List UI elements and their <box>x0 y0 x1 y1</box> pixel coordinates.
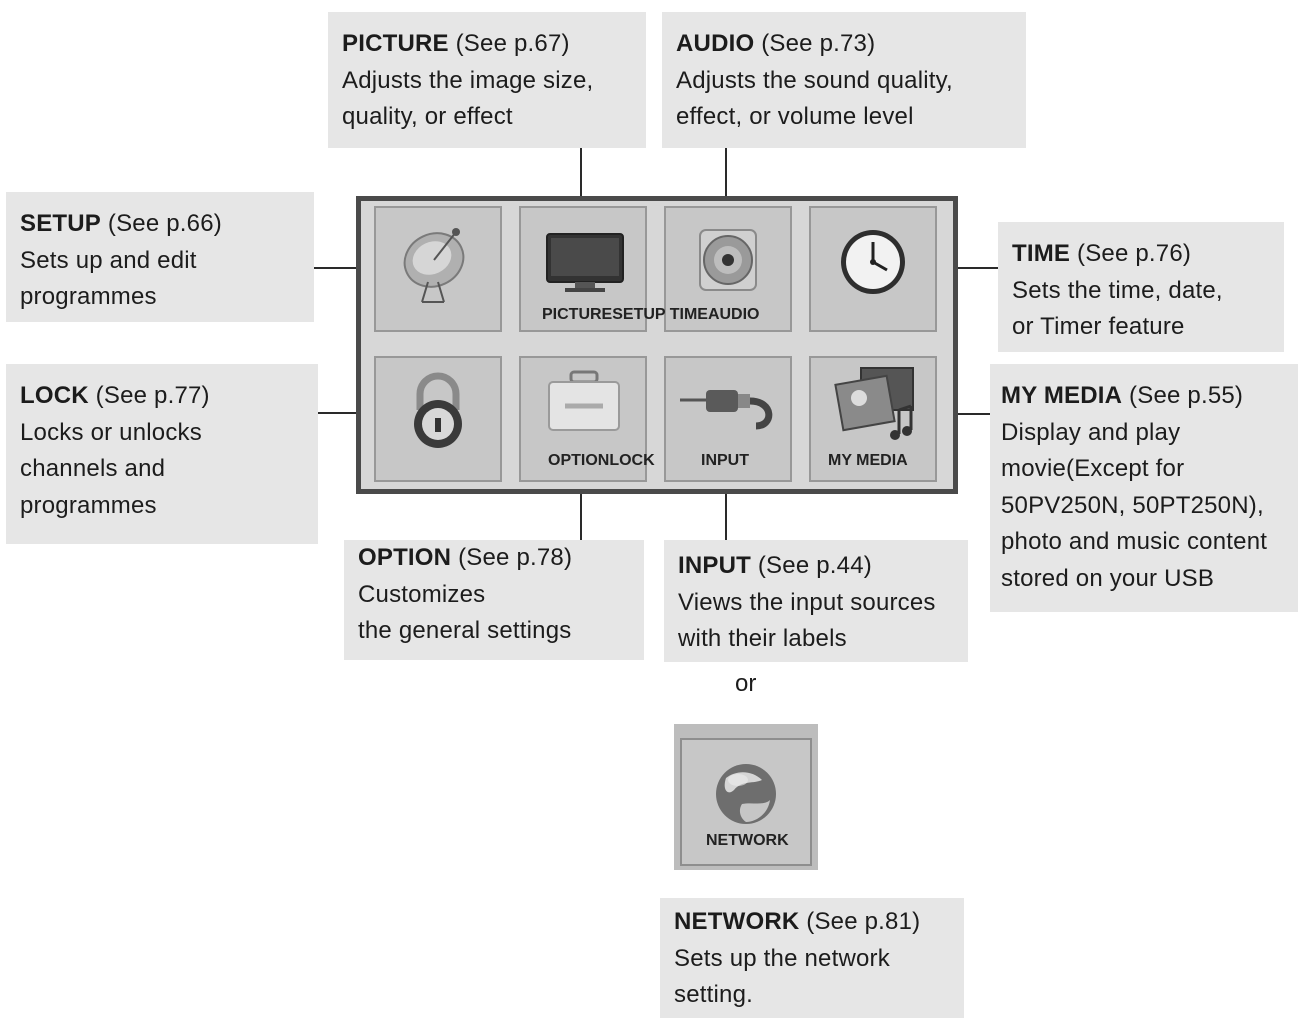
connector-mymedia <box>934 413 990 415</box>
mymedia-tile[interactable] <box>809 356 937 482</box>
callout-line: Adjusts the sound quality, <box>676 66 953 94</box>
connector-time <box>934 267 998 269</box>
callout-line: programmes <box>20 491 157 519</box>
media-icon <box>834 367 914 440</box>
callout-line: quality, or effect <box>342 103 513 130</box>
callout-input: INPUT (See p.44) Views the input sources… <box>664 540 968 662</box>
connector-option <box>580 482 582 540</box>
callout-ref: (See p.55) <box>1122 382 1244 409</box>
callout-line: Locks or unlocks <box>20 418 202 446</box>
callout-line: channels and <box>20 455 166 482</box>
setup-tile[interactable] <box>374 206 502 332</box>
callout-line: setting. <box>674 981 753 1008</box>
callout-line: effect, or volume level <box>676 103 914 130</box>
connector-picture <box>580 148 582 206</box>
callout-line: the general settings <box>358 617 572 644</box>
callout-title: MY MEDIA <box>1001 382 1123 409</box>
tv-icon <box>546 233 624 292</box>
globe-icon <box>716 764 776 824</box>
option-tile[interactable] <box>519 356 647 482</box>
callout-ref: (See p.77) <box>88 382 210 409</box>
callout-line: with their labels <box>678 625 847 652</box>
connector-lock <box>318 412 372 414</box>
callout-title: PICTURE <box>342 30 449 57</box>
callout-line: Sets the time, date, <box>1012 276 1223 304</box>
callout-line: Customizes <box>358 580 486 608</box>
lock-tile[interactable] <box>374 356 502 482</box>
callout-line: Sets up and edit <box>20 246 197 274</box>
callout-title: SETUP <box>20 210 102 237</box>
callout-title: NETWORK <box>674 908 800 935</box>
or-text: or <box>735 670 757 697</box>
callout-ref: (See p.66) <box>101 210 222 237</box>
callout-line: Sets up the network <box>674 944 890 972</box>
callout-line: stored on your USB <box>1001 564 1215 592</box>
callout-mymedia: MY MEDIA (See p.55) Display and play mov… <box>990 364 1298 612</box>
speaker-icon <box>699 229 757 291</box>
toolbox-icon <box>548 370 620 431</box>
audio-tile[interactable] <box>664 206 792 332</box>
callout-title: INPUT <box>678 552 751 579</box>
callout-title: OPTION <box>358 544 452 571</box>
network-tile[interactable]: NETWORK <box>680 738 812 866</box>
mymedia-label: MY MEDIA <box>828 452 908 469</box>
connector-input <box>725 482 727 540</box>
callout-ref: (See p.81) <box>799 908 921 935</box>
callout-line: Display and play <box>1001 418 1181 446</box>
callout-ref: (See p.78) <box>451 544 573 571</box>
connector-setup <box>314 267 372 269</box>
callout-ref: (See p.67) <box>448 30 570 57</box>
satellite-dish-icon <box>403 228 465 303</box>
input-cable-icon <box>680 390 773 430</box>
callout-line: or Timer feature <box>1012 313 1185 340</box>
callout-title: LOCK <box>20 382 89 409</box>
input-label: INPUT <box>701 452 749 469</box>
connector-audio <box>725 148 727 206</box>
time-tile[interactable] <box>809 206 937 332</box>
callout-line: photo and music content <box>1001 528 1268 555</box>
network-label: NETWORK <box>706 832 789 849</box>
clock-icon <box>841 230 905 294</box>
picture-tile[interactable] <box>519 206 647 332</box>
callout-line: programmes <box>20 283 157 310</box>
callout-time: TIME (See p.76) Sets the time, date, or … <box>998 222 1284 352</box>
callout-network: NETWORK (See p.81) Sets up the network s… <box>660 898 964 1018</box>
callout-title: TIME <box>1012 240 1071 267</box>
padlock-icon <box>414 372 462 448</box>
callout-picture: PICTURE (See p.67) Adjusts the image siz… <box>328 12 646 148</box>
callout-setup: SETUP (See p.66) Sets up and edit progra… <box>6 192 314 322</box>
callout-line: 50PV250N, 50PT250N), <box>1001 491 1264 519</box>
network-tile-frame: NETWORK <box>674 724 818 870</box>
callout-line: Views the input sources <box>678 588 936 616</box>
top-row-labels: PICTURESETUP TIMEAUDIO <box>542 306 760 323</box>
callout-line: Adjusts the image size, <box>342 66 594 94</box>
callout-ref: (See p.73) <box>754 30 876 57</box>
callout-line: movie(Except for <box>1001 455 1185 482</box>
callout-option: OPTION (See p.78) Customizes the general… <box>344 540 644 660</box>
option-lock-label: OPTIONLOCK <box>548 452 655 469</box>
callout-ref: (See p.76) <box>1070 240 1192 267</box>
callout-audio: AUDIO (See p.73) Adjusts the sound quali… <box>662 12 1026 148</box>
callout-title: AUDIO <box>676 30 755 57</box>
callout-lock: LOCK (See p.77) Locks or unlocks channel… <box>6 364 318 544</box>
callout-ref: (See p.44) <box>751 552 872 579</box>
input-tile[interactable] <box>664 356 792 482</box>
